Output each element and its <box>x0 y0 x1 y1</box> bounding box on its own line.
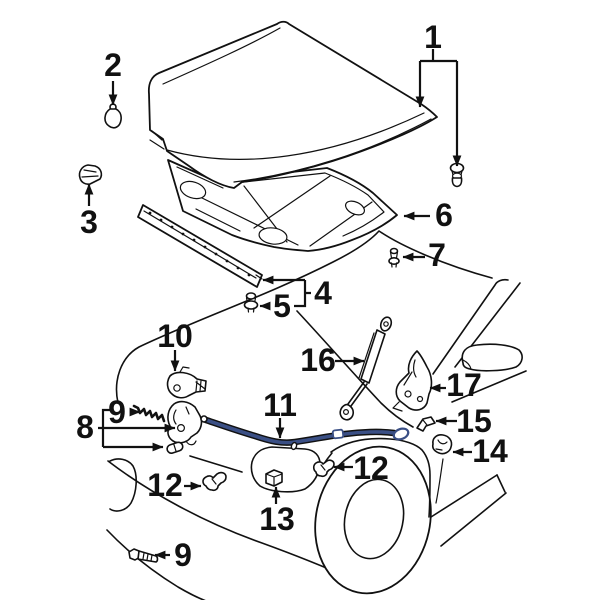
cable-ferrule <box>331 428 345 440</box>
hood-lock-upper <box>166 366 207 399</box>
wheel-rim <box>343 478 405 560</box>
callout-12-right: 12 <box>353 450 389 486</box>
callout-12-left: 12 <box>147 467 183 503</box>
callout-13: 13 <box>259 501 295 537</box>
mirror-base-line <box>462 359 472 370</box>
right-headlamp <box>250 446 321 493</box>
grommet-part2 <box>104 103 122 129</box>
hood-lock-assembly <box>167 400 203 446</box>
hood-hinge <box>392 350 433 412</box>
left-headlamp <box>109 458 137 512</box>
callout-9-lower: 9 <box>174 537 192 573</box>
clip-part5 <box>243 292 259 313</box>
callout-9-upper: 9 <box>108 394 126 430</box>
callout-11: 11 <box>263 387 297 423</box>
insulator-cutout-right <box>344 200 366 216</box>
hood-clip-part1 <box>449 162 465 188</box>
bumper-lower-curve <box>106 529 206 600</box>
clip-part14 <box>431 434 453 455</box>
callout-labels: 1 2 3 4 5 6 7 8 9 10 11 12 13 9 12 14 15… <box>76 19 508 573</box>
sill-upper-line <box>430 474 498 518</box>
bolt-part9-lower <box>128 548 159 563</box>
bumper-top-curve <box>107 460 353 580</box>
cable-grip-end <box>392 427 410 441</box>
leader-8-bracket <box>101 408 110 447</box>
cowl-line <box>115 230 493 404</box>
cable-stop <box>290 441 298 451</box>
cable-clamp-left <box>202 471 227 492</box>
beltline <box>451 370 527 403</box>
clip-part3 <box>78 164 103 185</box>
lock-spring <box>132 404 166 423</box>
clip-mount-line <box>435 458 444 504</box>
insulator-cutout-center <box>258 227 288 245</box>
callout-17: 17 <box>446 367 482 403</box>
a-pillar-line <box>432 278 509 375</box>
leader-1-bracket <box>420 49 457 63</box>
hood-panel <box>147 20 438 189</box>
fender-line <box>296 310 414 428</box>
callout-6: 6 <box>435 197 453 233</box>
sill-end-cap <box>496 474 506 493</box>
leader-4-bracket <box>294 280 311 308</box>
callout-5: 5 <box>273 288 291 324</box>
callout-4: 4 <box>314 275 332 311</box>
callout-16: 16 <box>300 342 336 378</box>
cable-clip-13 <box>265 469 283 487</box>
insulator-cutout-left <box>179 180 207 200</box>
callout-14: 14 <box>472 433 508 469</box>
callout-7: 7 <box>428 237 446 273</box>
lock-cylinder-clip <box>166 441 184 454</box>
callout-2: 2 <box>104 47 122 83</box>
callout-8: 8 <box>76 409 94 445</box>
hood-release-cable <box>200 415 410 451</box>
cable-end-ball <box>200 415 208 423</box>
callout-1: 1 <box>424 19 442 55</box>
callout-15: 15 <box>456 403 492 439</box>
wheel-arch <box>330 437 431 518</box>
sill-lower-line <box>440 492 507 547</box>
callout-3: 3 <box>80 204 98 240</box>
side-mirror <box>461 343 523 372</box>
clip-part7 <box>388 247 400 268</box>
molding-rivet-holes <box>148 211 251 277</box>
hood-shutline <box>189 455 243 473</box>
callout-leaders <box>84 49 472 560</box>
callout-10: 10 <box>157 318 193 354</box>
clip-part15 <box>416 416 436 432</box>
hood-support-strut <box>339 316 393 421</box>
front-molding-strip <box>137 204 263 288</box>
